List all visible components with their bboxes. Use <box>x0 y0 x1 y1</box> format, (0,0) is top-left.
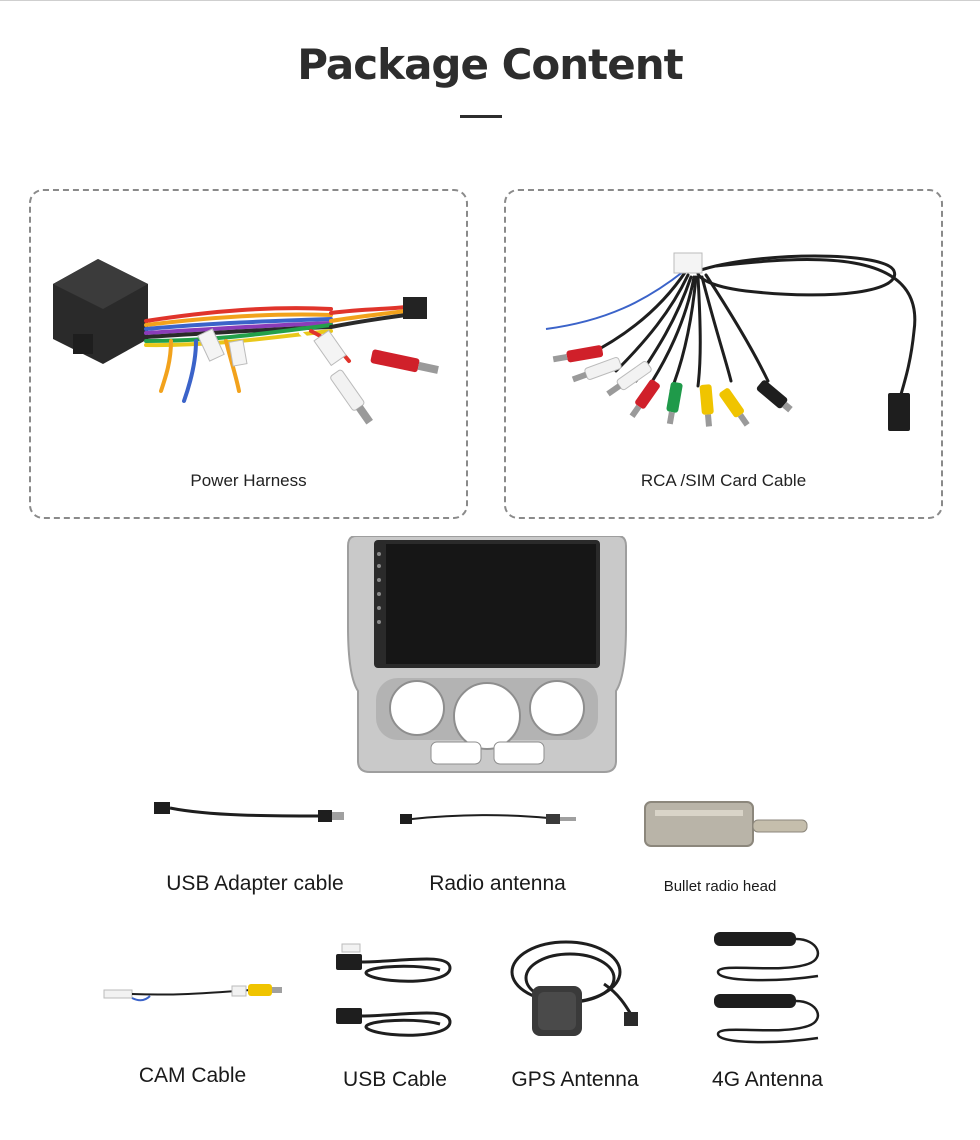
usb-cable-label: USB Cable <box>343 1068 447 1091</box>
top-divider <box>0 0 980 1</box>
power-harness-label: Power Harness <box>190 471 307 490</box>
head-unit-image <box>347 536 627 773</box>
4g-antenna-image <box>714 932 820 1044</box>
cam-cable-image <box>103 984 282 1002</box>
power-harness-image <box>53 259 439 425</box>
title-underline <box>460 115 502 118</box>
usb-adapter-cable-image <box>154 802 344 822</box>
radio-antenna-image <box>400 814 576 824</box>
rca-sim-cable-image <box>545 252 917 431</box>
rca-sim-label: RCA /SIM Card Cable <box>640 471 807 490</box>
radio-antenna-label: Radio antenna <box>429 872 566 895</box>
4g-antenna-label: 4G Antenna <box>712 1068 823 1091</box>
usb-adapter-cable-label: USB Adapter cable <box>166 872 344 895</box>
gps-antenna-image <box>510 940 638 1036</box>
bullet-radio-head-image <box>644 801 808 847</box>
page-title: Package Content <box>297 40 683 89</box>
cam-cable-label: CAM Cable <box>138 1064 247 1087</box>
power-harness-panel: Power Harness <box>29 189 468 519</box>
rca-sim-panel: RCA /SIM Card Cable <box>504 189 943 519</box>
usb-cable-image <box>336 943 452 1037</box>
gps-antenna-label: GPS Antenna <box>511 1068 639 1091</box>
bullet-radio-head-label: Bullet radio head <box>663 878 777 895</box>
